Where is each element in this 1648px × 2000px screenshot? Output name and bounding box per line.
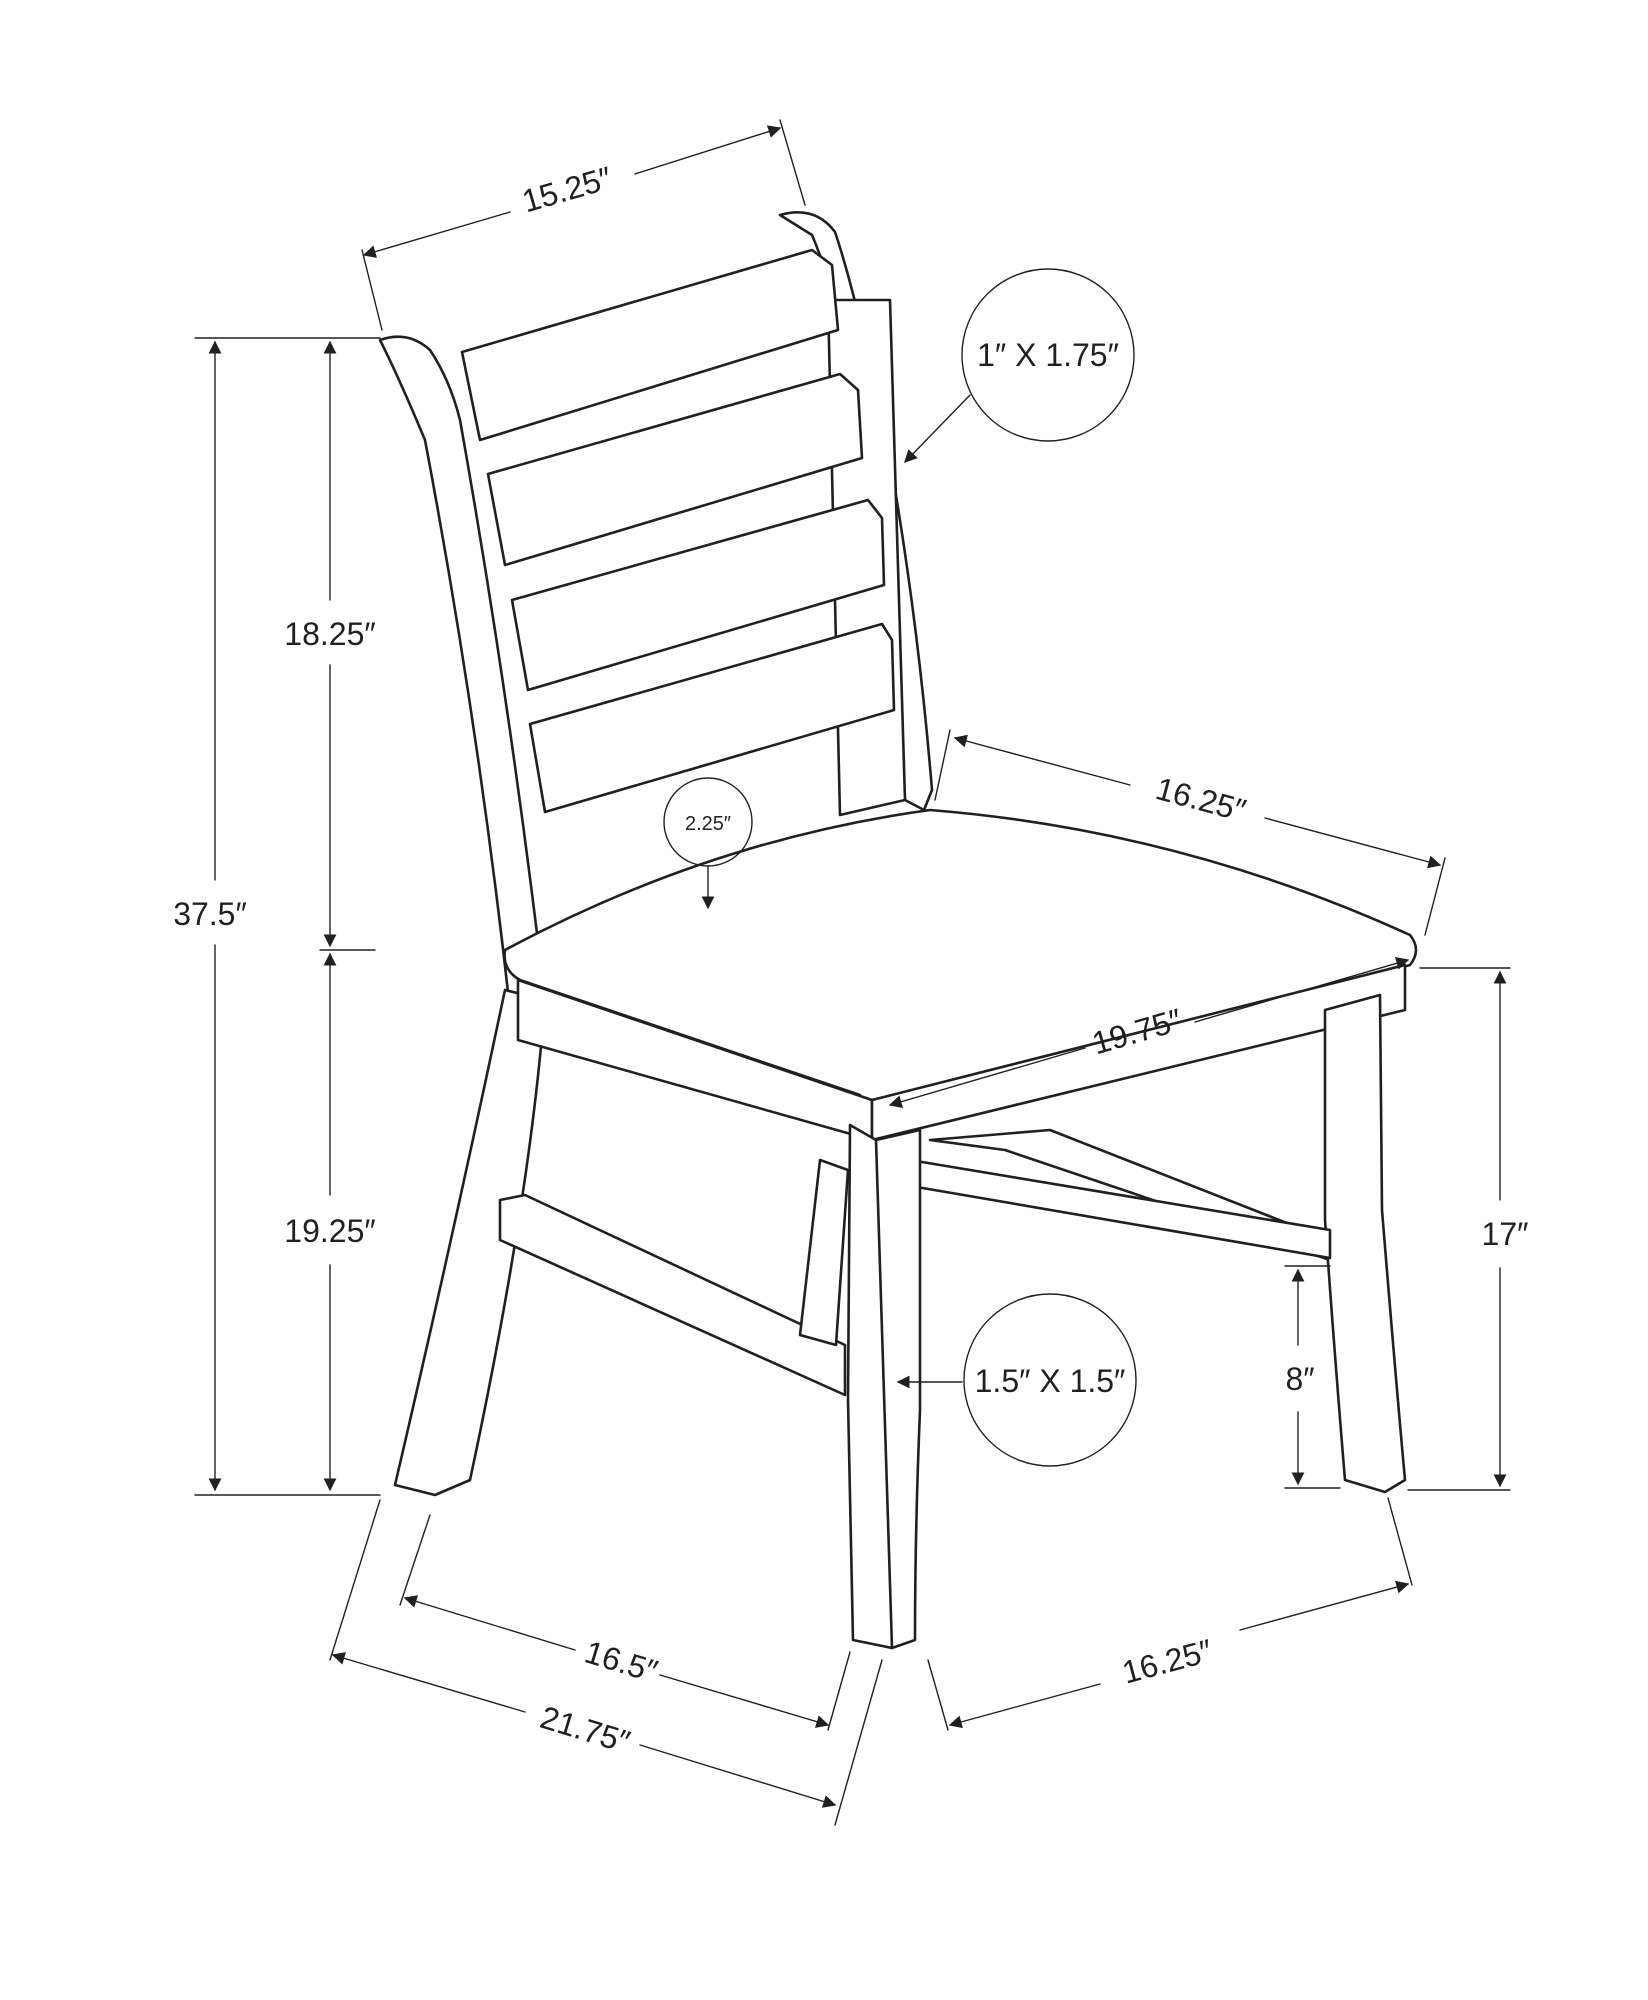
label-stretcher-height: 8″	[1285, 1361, 1314, 1397]
label-front-leg-span: 16.5″	[581, 1634, 662, 1690]
callout-leader-post	[904, 394, 971, 463]
back-slat-1	[460, 248, 840, 442]
side-stretcher-left	[498, 1193, 847, 1397]
callout-circle-leg	[963, 1293, 1137, 1467]
dim-line-seat-width	[888, 1047, 1086, 1108]
front-leg-edge	[874, 1138, 894, 1650]
dimension-lines	[194, 119, 1511, 1826]
label-overall-width: 21.75″	[536, 1699, 634, 1760]
callout-circle-post	[961, 268, 1135, 442]
dim-line-top-width	[362, 211, 511, 258]
back-slat-4	[528, 622, 896, 814]
label-back-height: 18.25″	[284, 616, 375, 652]
inner-rear-leg	[798, 1158, 850, 1347]
left-back-post	[378, 335, 547, 1012]
label-seat-height-side: 19.25″	[284, 1213, 375, 1249]
rear-left-leg	[393, 988, 547, 1497]
label-side-leg-span: 16.25″	[1118, 1632, 1216, 1690]
label-seat-depth: 16.25″	[1152, 770, 1250, 828]
rear-right-leg	[1323, 993, 1407, 1494]
back-slat-3	[510, 498, 886, 692]
dim-line-front-leg-span	[403, 1595, 576, 1651]
dim-line-side-leg-span	[948, 1683, 1101, 1729]
chair-drawing	[378, 211, 1418, 1650]
dim-line-seat-depth	[953, 734, 1131, 786]
dim-line-overall-width	[331, 1652, 526, 1713]
label-post-section: 1″ X 1.75″	[977, 337, 1119, 373]
label-seat-height: 17″	[1482, 1216, 1529, 1252]
seat-apron-right	[870, 963, 1407, 1142]
label-leg-section: 1.5″ X 1.5″	[975, 1363, 1126, 1399]
label-top-width: 15.25″	[518, 160, 616, 220]
back-slat-2	[486, 372, 864, 567]
label-overall-height: 37.5″	[173, 896, 247, 932]
label-cushion-thickness: 2.25″	[685, 813, 731, 835]
